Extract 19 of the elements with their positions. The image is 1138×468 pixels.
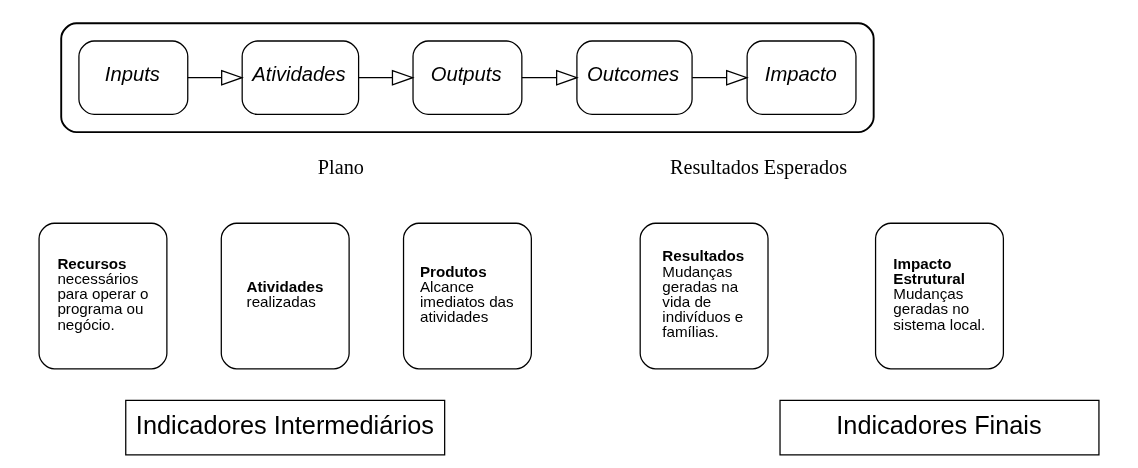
cluster	[60, 22, 875, 134]
arrow	[521, 69, 579, 86]
arrow	[187, 69, 244, 86]
arrow	[358, 69, 415, 86]
node-box: Outcomes	[576, 40, 693, 116]
node-box: Impacto	[746, 40, 857, 116]
node-box: Atividades	[241, 40, 360, 116]
node-box: Outputs	[412, 40, 523, 116]
node-box: Resultados Mudanças geradas na vida de indivíduos e famílias.	[639, 222, 769, 370]
node-box: Inputs	[78, 40, 189, 116]
node-box: Atividades realizadas	[220, 222, 350, 370]
node-box: Produtos Alcance imediatos das atividades	[402, 222, 532, 370]
node-box: Indicadores Finais	[779, 399, 1100, 456]
node-box: Impacto Estrutural Mudanças geradas no sistema local.	[874, 222, 1005, 370]
node-box: Indicadores Intermediários	[125, 399, 446, 456]
label: Resultados Esperados	[670, 155, 848, 178]
arrow	[691, 69, 749, 86]
label: Plano	[317, 155, 364, 178]
node-box: Recursos necessários para operar o programa ou negócio.	[38, 222, 168, 370]
